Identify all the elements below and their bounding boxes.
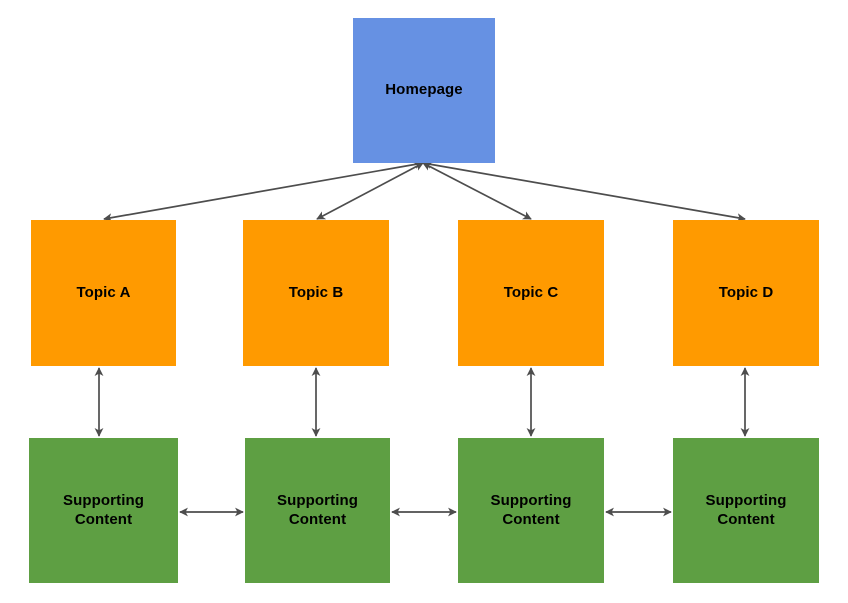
- homepage-to-topic-a: [103, 160, 424, 222]
- node-supporting-content-1-label: Supporting Content: [63, 491, 144, 528]
- node-supporting-content-1[interactable]: Supporting Content: [29, 438, 178, 583]
- homepage-to-topic-b: [316, 162, 424, 220]
- node-topic-c[interactable]: Topic C: [458, 220, 604, 366]
- node-supporting-content-2-label: Supporting Content: [277, 491, 358, 528]
- node-topic-b-label: Topic B: [288, 283, 344, 301]
- node-supporting-content-4-label: Supporting Content: [705, 491, 787, 528]
- node-topic-b[interactable]: Topic B: [243, 220, 389, 366]
- node-supporting-content-3[interactable]: Supporting Content: [458, 438, 604, 583]
- homepage-to-topic-d: [422, 160, 746, 222]
- node-topic-a[interactable]: Topic A: [31, 220, 176, 366]
- homepage-to-topic-c: [422, 162, 532, 220]
- node-topic-a-label: Topic A: [76, 283, 131, 301]
- node-homepage[interactable]: Homepage: [353, 18, 495, 163]
- node-supporting-content-4[interactable]: Supporting Content: [673, 438, 819, 583]
- node-homepage-label: Homepage: [385, 81, 463, 99]
- node-topic-d-label: Topic D: [718, 283, 774, 301]
- node-supporting-content-3-label: Supporting Content: [490, 491, 572, 528]
- node-supporting-content-2[interactable]: Supporting Content: [245, 438, 390, 583]
- node-topic-d[interactable]: Topic D: [673, 220, 819, 366]
- node-topic-c-label: Topic C: [503, 283, 559, 301]
